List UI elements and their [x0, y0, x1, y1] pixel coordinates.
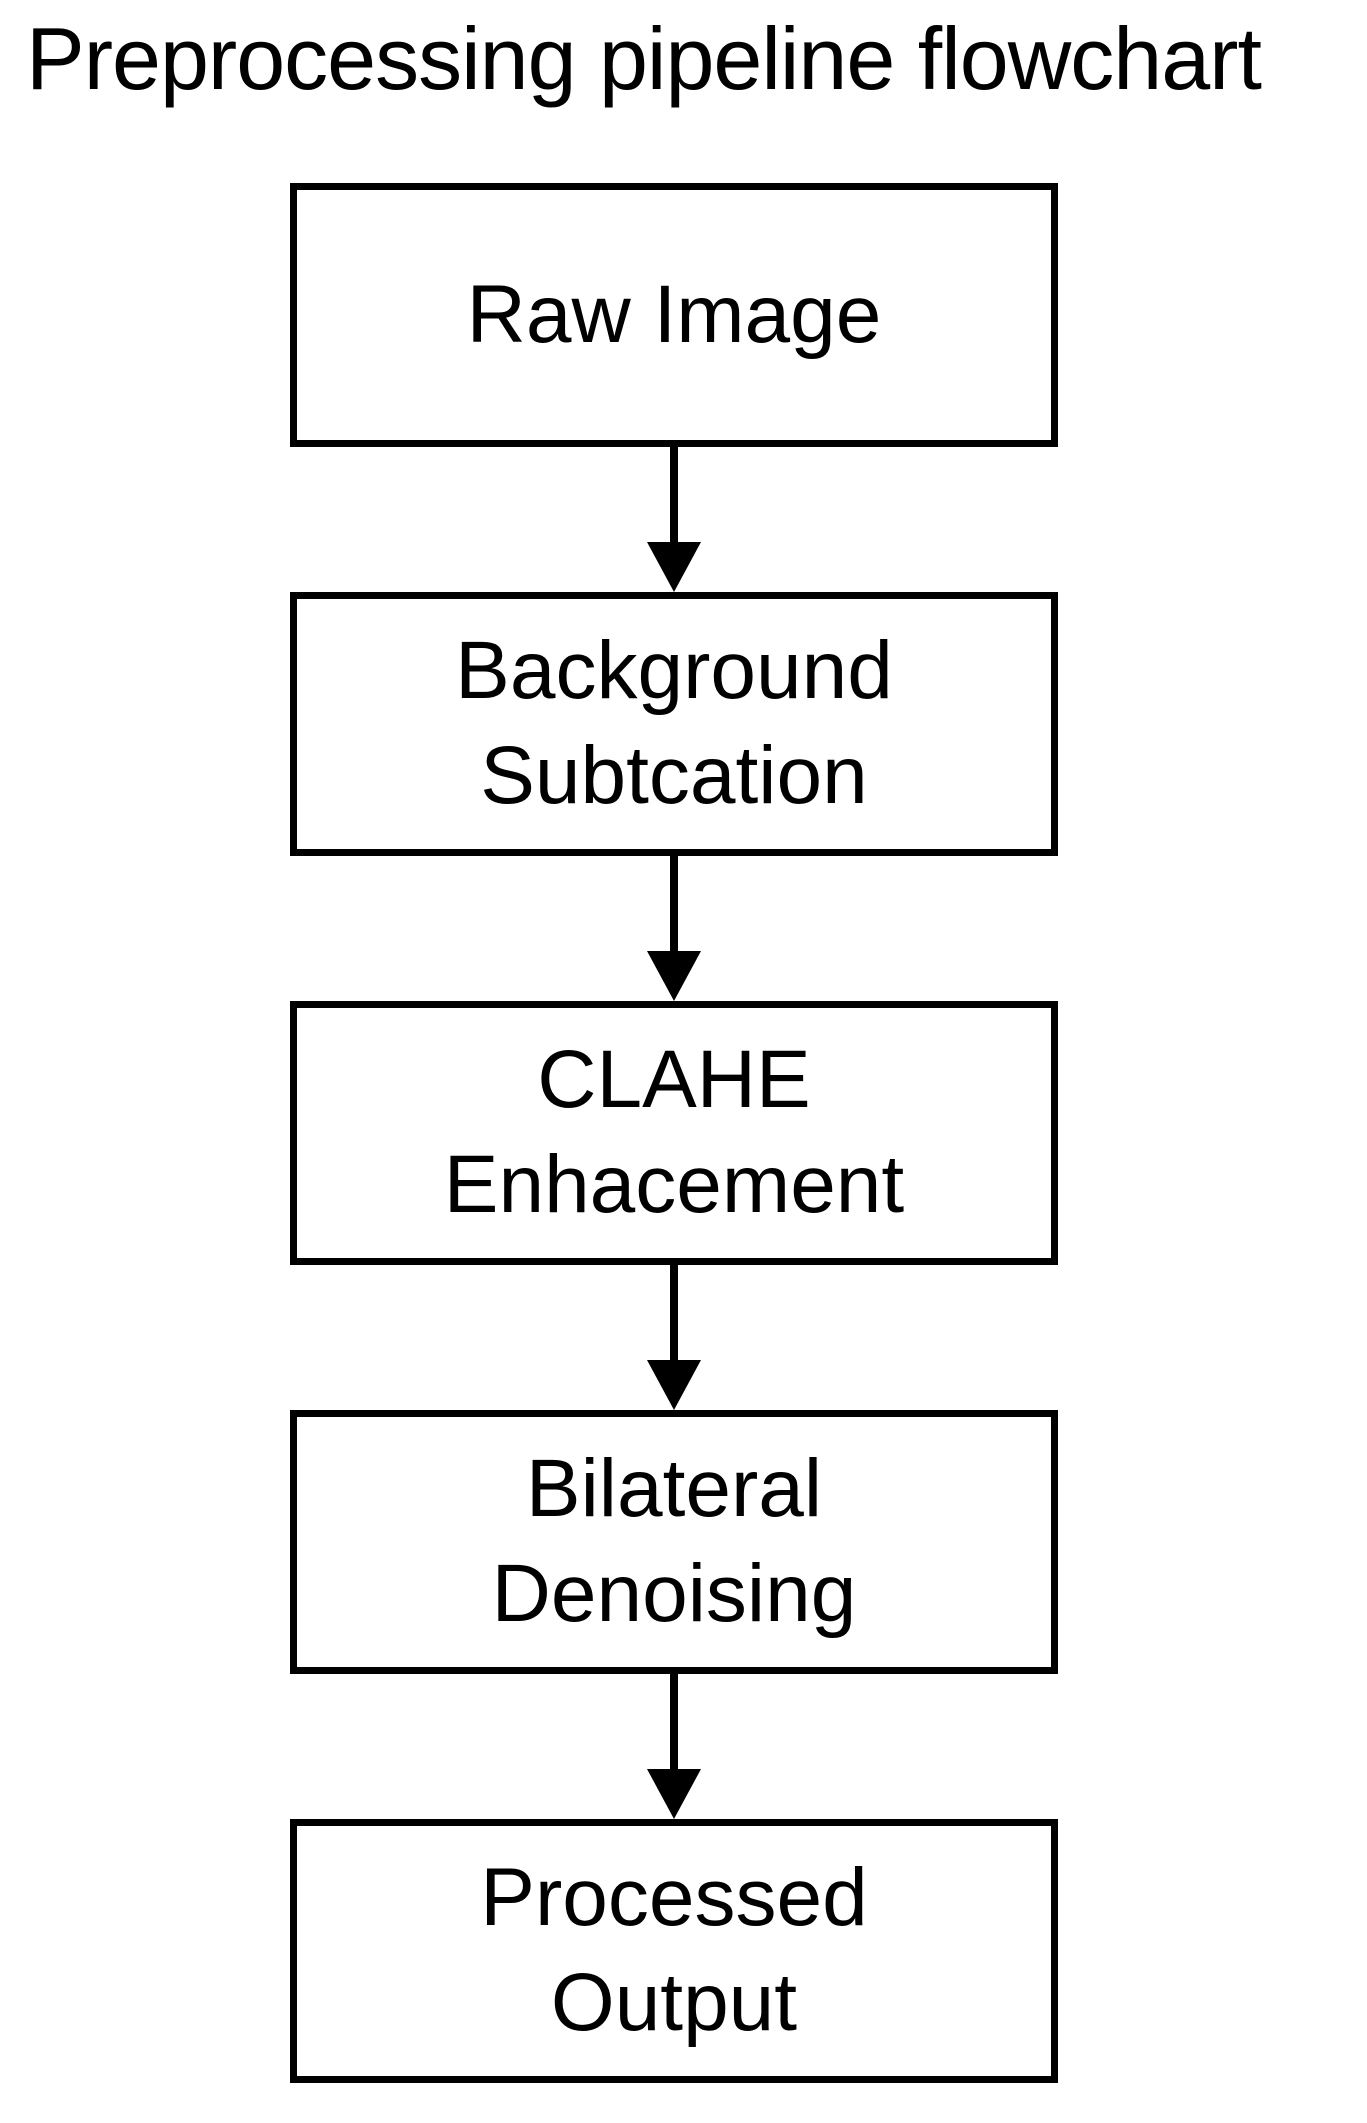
arrow-stem [670, 856, 678, 951]
flowchart-node-processed-output: Processed Output [290, 1819, 1058, 2083]
flowchart: Raw Image Background Subtcation CLAHE En… [290, 183, 1058, 2083]
arrow-stem [670, 447, 678, 542]
flowchart-node-raw-image: Raw Image [290, 183, 1058, 447]
page-title: Preprocessing pipeline flowchart [26, 9, 1262, 108]
node-label-background-subtraction: Background Subtcation [455, 625, 893, 821]
arrow-stem [670, 1265, 678, 1360]
flowchart-node-background-subtraction: Background Subtcation [290, 592, 1058, 856]
arrow-down-icon [647, 1769, 701, 1819]
arrow-stem [670, 1674, 678, 1769]
flowchart-node-bilateral-denoising: Bilateral Denoising [290, 1410, 1058, 1674]
flowchart-node-clahe-enhancement: CLAHE Enhacement [290, 1001, 1058, 1265]
flow-arrow-4 [647, 1674, 701, 1819]
node-label-clahe-enhancement: CLAHE Enhacement [443, 1034, 905, 1230]
arrow-down-icon [647, 542, 701, 592]
flow-arrow-3 [647, 1265, 701, 1410]
node-label-processed-output: Processed Output [480, 1852, 868, 2048]
arrow-down-icon [647, 1360, 701, 1410]
node-label-raw-image: Raw Image [466, 268, 882, 360]
node-label-bilateral-denoising: Bilateral Denoising [491, 1443, 857, 1639]
flow-arrow-2 [647, 856, 701, 1001]
flow-arrow-1 [647, 447, 701, 592]
arrow-down-icon [647, 951, 701, 1001]
